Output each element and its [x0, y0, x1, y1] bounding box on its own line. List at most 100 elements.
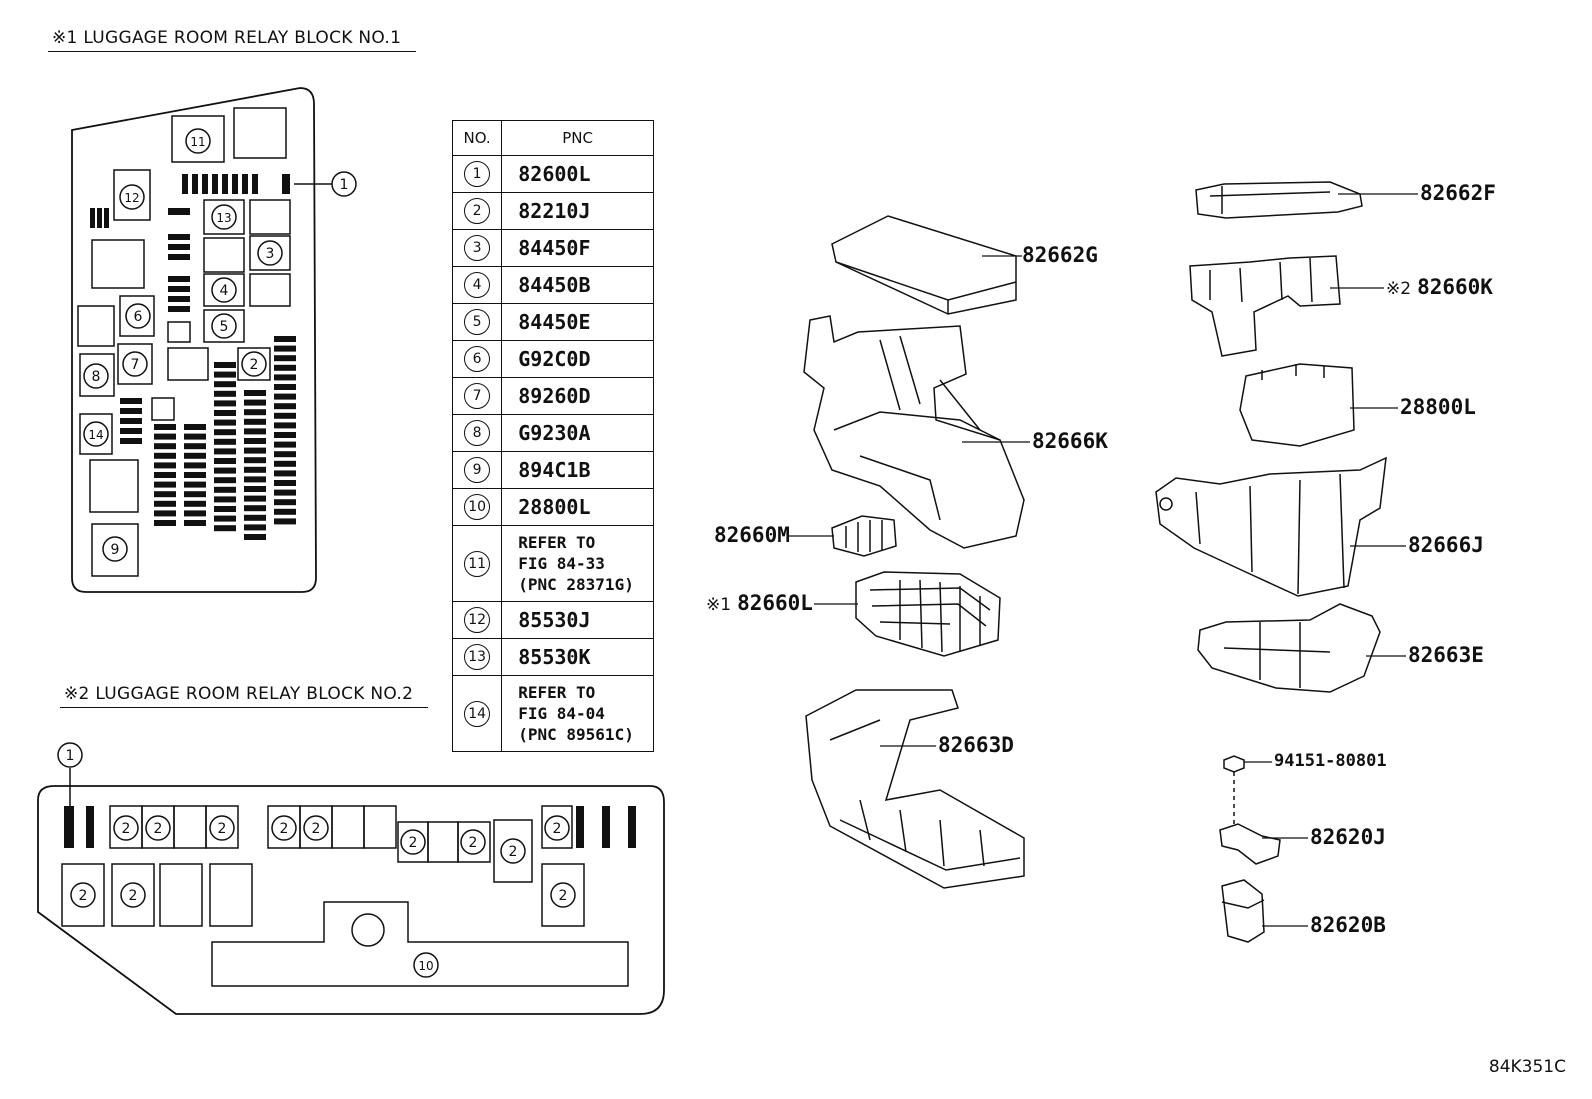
block2-fuses [64, 806, 636, 848]
fuse [184, 491, 206, 498]
svg-text:2: 2 [218, 821, 227, 837]
block2-components [61, 805, 629, 987]
fuse [154, 424, 176, 430]
fuse [274, 364, 296, 371]
fuse [214, 458, 236, 464]
block1-outline [71, 87, 317, 593]
row-pnc: 89260D [501, 377, 654, 415]
row-pnc: 85530J [501, 601, 654, 639]
fuse [214, 506, 236, 512]
fuse [214, 477, 236, 484]
callout-2: 2 [70, 882, 96, 908]
callout-14: 14 [83, 421, 109, 447]
fuse [274, 480, 296, 486]
fuse [274, 412, 296, 419]
callout-2: 2 [120, 882, 146, 908]
part-label-94151-80801: 94151-80801 [1274, 751, 1387, 771]
svg-text:5: 5 [220, 319, 229, 335]
fuse [214, 496, 236, 503]
part-label-82666j: 82666J [1408, 533, 1484, 557]
part-label-82660m: 82660M [714, 523, 790, 547]
fuse [184, 462, 206, 469]
callout-2: 2 [145, 815, 171, 841]
fuse [154, 520, 176, 526]
row-number: 4 [464, 272, 491, 298]
fuse [274, 489, 296, 496]
fuse [244, 466, 266, 473]
svg-text:2: 2 [469, 835, 478, 851]
fuse [244, 457, 266, 464]
fuse [244, 534, 266, 540]
fuse [214, 410, 236, 416]
svg-text:2: 2 [559, 888, 568, 904]
fuse [214, 381, 236, 388]
callout-4: 4 [211, 277, 237, 303]
fuse [244, 438, 266, 444]
callout-7: 7 [122, 351, 148, 377]
block1-fuses [90, 174, 290, 444]
svg-text:1: 1 [66, 748, 75, 764]
svg-text:2: 2 [154, 821, 163, 837]
svg-text:2: 2 [250, 357, 259, 373]
callout-2: 2 [209, 815, 235, 841]
row-pnc: G9230A [501, 414, 654, 452]
callout-1: 1 [331, 171, 357, 197]
svg-text:1: 1 [340, 177, 349, 193]
callout-2: 2 [241, 351, 267, 377]
fuse [244, 418, 266, 425]
callout-12: 12 [119, 184, 145, 210]
fuse [214, 400, 236, 407]
svg-text:2: 2 [312, 821, 321, 837]
fuse [244, 399, 266, 406]
callout-2: 2 [271, 815, 297, 841]
fuse [244, 486, 266, 492]
row-number: 1 [464, 161, 491, 187]
fuse [244, 409, 266, 416]
part-mark-82660k: ※2 [1386, 279, 1412, 299]
row-pnc: 84450E [501, 303, 654, 341]
fuse [274, 499, 296, 506]
row-number: 5 [464, 309, 491, 335]
fuse [214, 429, 236, 436]
row-pnc: REFER TO FIG 84-33 (PNC 28371G) [501, 525, 654, 602]
part-label-82666k: 82666K [1032, 429, 1108, 453]
svg-text:2: 2 [122, 821, 131, 837]
callout-8: 8 [83, 363, 109, 389]
row-number: 13 [464, 644, 491, 670]
table-row: 5 84450E [451, 303, 654, 341]
svg-text:12: 12 [124, 191, 139, 205]
fuse [274, 355, 296, 362]
fuse [274, 460, 296, 467]
block1-fuse-grid [154, 336, 296, 540]
svg-text:3: 3 [266, 246, 275, 262]
fuse [184, 443, 206, 450]
fuse [274, 441, 296, 448]
svg-text:7: 7 [131, 357, 140, 373]
row-pnc: G92C0D [501, 340, 654, 378]
row-pnc: 84450F [501, 229, 654, 267]
row-pnc: 84450B [501, 266, 654, 304]
fuse [154, 472, 176, 478]
fuse [274, 451, 296, 458]
svg-text:10: 10 [418, 959, 433, 973]
callout-2: 2 [500, 838, 526, 864]
svg-text:2: 2 [280, 821, 289, 837]
fuse [244, 476, 266, 483]
fuse [184, 520, 206, 526]
fuse [214, 419, 236, 426]
callout-9: 9 [102, 536, 128, 562]
svg-text:2: 2 [79, 888, 88, 904]
fuse [214, 486, 236, 493]
svg-text:2: 2 [409, 835, 418, 851]
callout-3: 3 [257, 240, 283, 266]
fuse [154, 491, 176, 498]
